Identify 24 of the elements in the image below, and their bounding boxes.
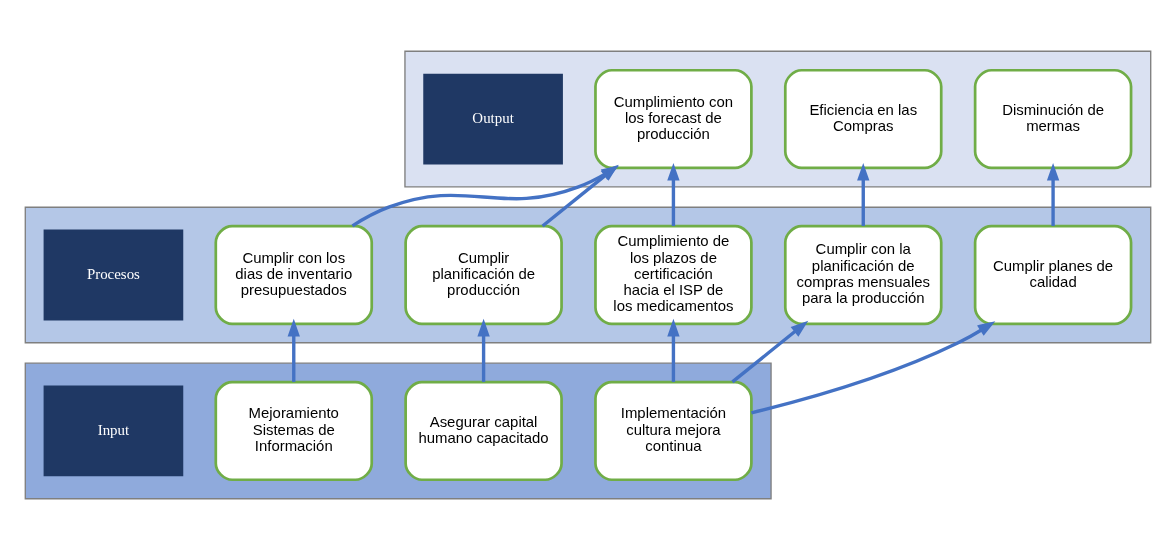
node-box: Cumplimiento con los forecast de producción [594,68,753,170]
node-box: Cumplir planificación de producción [404,224,563,326]
arrow [477,318,490,382]
node-box: Eficiencia en las Compras [783,68,943,170]
node-box: Mejoramiento Sistemas de Información [214,380,374,482]
arrow [857,162,870,226]
node-box: Input [43,385,184,477]
node-box: Cumplir planes de calidad [973,224,1133,326]
arrow [1046,162,1060,226]
arrow [287,318,300,382]
node-box: Cumplir con los dias de inventario presupuestados [214,224,374,326]
node-box: Output [423,73,563,165]
node-box: Cumplir con la planificación de compras mensuales para la producción [783,224,943,326]
node-box: Procesos [43,229,184,321]
node-box: Asegurar capital humano capacitado [404,380,563,482]
node-box: Disminución de mermas [973,68,1133,170]
cluster [24,206,1152,344]
arrow [731,320,809,384]
cluster [404,50,1152,188]
node-box: Implementación cultura mejora continua [594,380,753,482]
node-box: Cumplimiento de los plazos de certificación hacia el ISP de los medicamentos [594,224,753,326]
cluster [24,362,772,500]
arrow [667,318,680,382]
arrow [667,162,680,226]
